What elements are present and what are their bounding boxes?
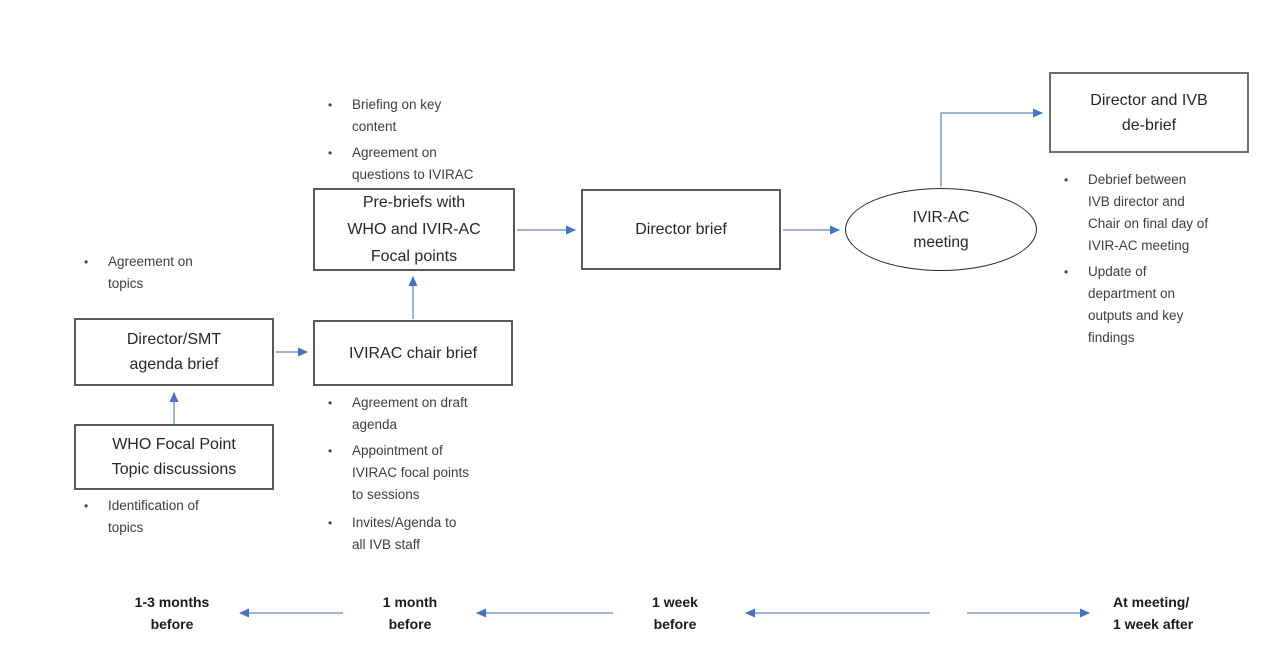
list-item: • Agreement on questions to IVIRAC <box>328 142 518 186</box>
box-director-brief-label: Director brief <box>635 221 727 238</box>
notes-identification-of-topics: • Identification of topics <box>84 495 254 543</box>
list-item: • Agreement on topics <box>84 251 244 295</box>
notes-agreement-on-topics: • Agreement on topics <box>84 251 244 299</box>
list-item: • Update of department on outputs and ke… <box>1064 261 1249 349</box>
bullet-icon: • <box>84 255 89 269</box>
bullet-icon: • <box>328 146 333 160</box>
timeline-label-at-meeting-1-week-after: At meeting/ 1 week after <box>1113 594 1194 632</box>
list-item: • Appointment of IVIRAC focal points to … <box>328 440 523 506</box>
timeline-label-1-week-before: 1 week before <box>652 594 698 632</box>
list-item: • Invites/Agenda to all IVB staff <box>328 512 523 556</box>
list-item: • Identification of topics <box>84 495 254 539</box>
note-text: Invites/Agenda to all IVB staff <box>352 515 457 552</box>
timeline-label-1-month-before: 1 month before <box>382 594 438 632</box>
note-text: Agreement on draft agenda <box>352 395 468 432</box>
bullet-icon: • <box>328 444 333 458</box>
timeline-label-1-3-months-before: 1-3 months before <box>134 594 210 632</box>
bullet-icon: • <box>1064 265 1069 279</box>
box-ivirac-chair-brief: IVIRAC chair brief <box>313 320 513 386</box>
box-director-brief: Director brief <box>581 189 781 270</box>
bullet-icon: • <box>84 499 89 513</box>
list-item: • Agreement on draft agenda <box>328 392 523 436</box>
note-text: Identification of topics <box>108 498 199 535</box>
list-item: • Debrief between IVB director and Chair… <box>1064 169 1249 257</box>
note-text: Briefing on key content <box>352 97 442 134</box>
box-director-smt-agenda-brief-label: Director/SMT agenda brief <box>126 331 222 373</box>
note-text: Agreement on topics <box>108 254 193 291</box>
box-pre-briefs-label: Pre-briefs with WHO and IVIR-AC Focal po… <box>347 194 481 265</box>
notes-debrief: • Debrief between IVB director and Chair… <box>1064 169 1249 353</box>
box-ivirac-chair-brief-label: IVIRAC chair brief <box>348 344 478 362</box>
ellipse-ivir-ac-meeting-label: IVIR-AC meeting <box>912 208 970 251</box>
box-who-focal-point-topic-discussions: WHO Focal Point Topic discussions <box>74 424 274 490</box>
box-pre-briefs-focal-points: Pre-briefs with WHO and IVIR-AC Focal po… <box>313 188 515 271</box>
note-text: Agreement on questions to IVIRAC <box>352 145 474 182</box>
note-text: Debrief between IVB director and Chair o… <box>1088 172 1209 253</box>
list-item: • Briefing on key content <box>328 94 518 138</box>
notes-ivirac-chair-brief: • Agreement on draft agenda • Appointmen… <box>328 392 523 560</box>
bullet-icon: • <box>328 98 333 112</box>
ellipse-ivir-ac-meeting: IVIR-AC meeting <box>845 188 1037 271</box>
note-text: Appointment of IVIRAC focal points to se… <box>352 443 470 502</box>
box-director-ivb-debrief: Director and IVB de-brief <box>1049 72 1249 153</box>
bullet-icon: • <box>1064 173 1069 187</box>
arrow-meeting-to-debrief <box>940 108 1043 187</box>
notes-pre-brief: • Briefing on key content • Agreement on… <box>328 94 518 190</box>
box-director-ivb-debrief-label: Director and IVB de-brief <box>1090 91 1208 134</box>
note-text: Update of department on outputs and key … <box>1088 264 1184 345</box>
bullet-icon: • <box>328 396 333 410</box>
box-who-focal-point-label: WHO Focal Point Topic discussions <box>111 436 237 478</box>
bullet-icon: • <box>328 516 333 530</box>
box-director-smt-agenda-brief: Director/SMT agenda brief <box>74 318 274 386</box>
